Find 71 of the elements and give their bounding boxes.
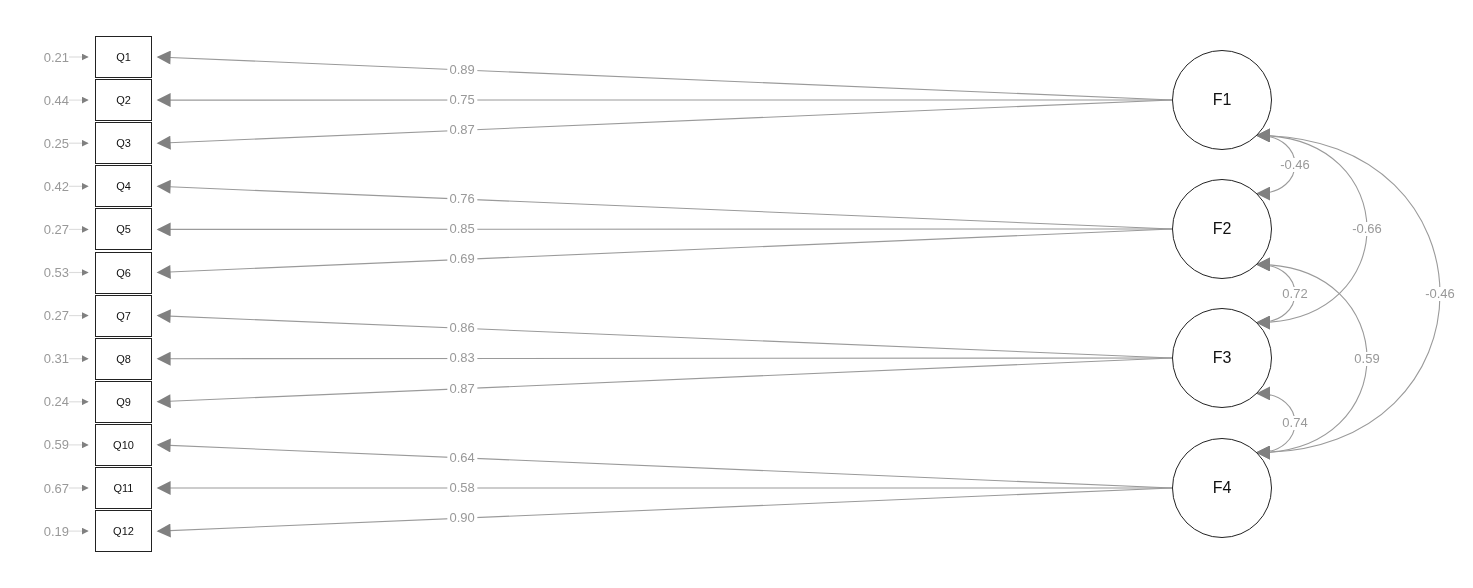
edge-label: -0.46 — [1278, 157, 1312, 172]
residual-arrow — [68, 139, 89, 147]
edge-label: 0.72 — [1280, 286, 1310, 301]
item-label: Q1 — [116, 51, 131, 63]
residual-arrow — [68, 96, 89, 104]
item-box — [95, 467, 152, 509]
item-box — [95, 165, 152, 208]
item-label: Q7 — [116, 309, 131, 322]
edge-label: 0.74 — [1280, 416, 1310, 430]
residual-arrow — [68, 312, 89, 320]
item-label: Q10 — [113, 438, 134, 451]
edge-label: 0.59 — [1352, 351, 1382, 366]
item-box — [95, 79, 152, 122]
item-box — [95, 423, 152, 466]
residual-value: 0.27 — [20, 220, 69, 239]
item-label: Q11 — [113, 482, 134, 494]
residual-value: 0.42 — [20, 177, 69, 196]
edge-label: 0.58 — [447, 481, 477, 495]
loading-arrow — [156, 228, 1173, 279]
residual-arrow — [68, 269, 89, 276]
item-label: Q3 — [116, 137, 131, 150]
loading-arrow — [156, 222, 1173, 237]
residual-arrow — [68, 527, 89, 535]
item-label: Q9 — [116, 395, 131, 408]
loading-arrow — [156, 99, 1173, 150]
residual-value: 0.53 — [20, 263, 69, 282]
factor-label: F3 — [1212, 349, 1232, 367]
loading-arrow — [156, 481, 1173, 495]
residual-value: 0.19 — [20, 522, 69, 541]
edge-label: -0.66 — [1350, 222, 1384, 236]
covariance-arrow — [1256, 387, 1296, 459]
item-box — [95, 294, 152, 337]
item-box — [95, 122, 152, 165]
factor-label: F2 — [1212, 220, 1232, 238]
item-label: Q4 — [116, 180, 131, 193]
factor-label: F1 — [1212, 91, 1232, 109]
residual-arrow — [68, 182, 89, 190]
item-box — [95, 208, 152, 251]
factor-label: F4 — [1212, 479, 1232, 497]
item-label: Q2 — [116, 94, 131, 107]
item-box — [95, 36, 152, 78]
edge-label: 0.89 — [447, 62, 477, 77]
residual-value: 0.67 — [20, 479, 69, 497]
residual-value: 0.24 — [20, 392, 69, 411]
residual-arrow — [68, 53, 89, 61]
loading-arrow — [156, 93, 1173, 108]
residual-arrow — [68, 398, 89, 406]
item-label: Q6 — [116, 266, 131, 279]
loading-arrow — [156, 357, 1173, 409]
item-box — [95, 337, 152, 380]
edge-label: -0.46 — [1423, 287, 1457, 301]
residual-value: 0.44 — [20, 91, 69, 110]
residual-arrow — [68, 355, 89, 363]
loading-arrow — [156, 487, 1173, 538]
residual-arrow — [68, 441, 89, 449]
residual-value: 0.25 — [20, 134, 69, 153]
edge-label: 0.64 — [447, 450, 477, 465]
loading-arrow — [156, 351, 1173, 366]
item-box — [95, 251, 152, 294]
residual-arrow — [68, 484, 89, 492]
item-label: Q5 — [116, 223, 131, 236]
item-box — [95, 510, 152, 553]
item-label: Q8 — [116, 352, 131, 365]
residual-value: 0.59 — [20, 435, 69, 454]
item-box — [95, 380, 152, 423]
residual-value: 0.31 — [20, 349, 69, 368]
item-label: Q12 — [113, 525, 134, 538]
edge-label: 0.87 — [447, 381, 477, 396]
residual-arrow — [68, 225, 89, 233]
residual-value: 0.27 — [20, 306, 69, 325]
residual-value: 0.21 — [20, 48, 69, 66]
